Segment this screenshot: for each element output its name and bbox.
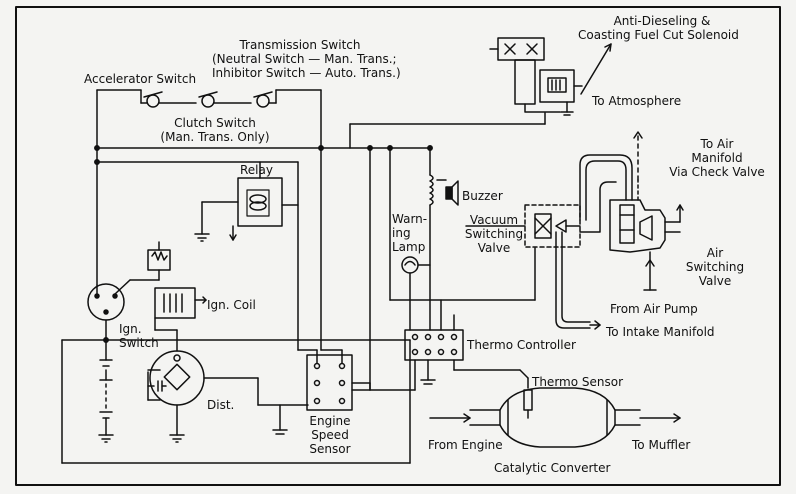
relay (194, 161, 299, 242)
thermo-controller-label: Thermo Controller (467, 338, 576, 352)
clutch-switch (198, 91, 252, 108)
fuel-cut-solenoid (489, 37, 612, 116)
engine-speed-sensor-box (272, 349, 416, 435)
engine-speed-sensor-label-line2: Speed (311, 428, 349, 442)
dist-label: Dist. (207, 398, 235, 412)
buzzer (429, 147, 459, 331)
to-air-manifold-label-line3: Via Check Valve (669, 165, 765, 179)
ign-coil-label: Ign. Coil (207, 298, 256, 312)
vsv-label-line3: Valve (477, 241, 511, 255)
to-muffler-label: To Muffler (632, 438, 691, 452)
air-switching-valve-label-line2: Switching (685, 260, 745, 274)
from-engine-label: From Engine (428, 438, 503, 452)
thermo-controller-box (404, 299, 529, 385)
to-intake-manifold-label: To Intake Manifold (606, 325, 715, 339)
solenoid-label-line2: Coasting Fuel Cut Solenoid (578, 28, 739, 42)
to-air-manifold-label-line1: To Air (700, 137, 734, 151)
distributor (147, 329, 309, 443)
engine-speed-sensor-label-line3: Sensor (309, 442, 351, 456)
to-air-manifold-label-line2: Manifold (691, 151, 743, 165)
main-bus (94, 145, 433, 351)
accelerator-switch-label: Accelerator Switch (84, 72, 197, 86)
warning-lamp-label-line1: Warn- (392, 212, 428, 226)
transmission-switch-label-line3: Inhibitor Switch — Auto. Trans.) (212, 66, 401, 80)
transmission-switch (253, 91, 277, 108)
air-switching-valve (609, 131, 684, 291)
clutch-switch-label-line2: (Man. Trans. Only) (160, 130, 270, 144)
vacuum-switching-valve (465, 204, 581, 248)
ign-switch-label-line1: Ign. (119, 322, 142, 336)
clutch-switch-label: Clutch Switch (174, 116, 256, 130)
catalytic-converter-label: Catalytic Converter (494, 461, 611, 475)
ignition-switch (61, 279, 411, 464)
buzzer-label: Buzzer (462, 189, 503, 203)
vacuum-hose (579, 154, 633, 233)
switch-chain-wiring (96, 89, 322, 351)
diagram-border (15, 6, 781, 486)
catalytic-converter (429, 387, 681, 448)
engine-speed-sensor-label-line1: Engine (309, 414, 351, 428)
from-air-pump-label: From Air Pump (610, 302, 698, 316)
accelerator-switch (140, 91, 197, 108)
thermo-sensor-label: Thermo Sensor (532, 375, 624, 389)
ign-switch-label-line2: Switch (119, 336, 159, 350)
warning-lamp (401, 256, 431, 331)
air-switching-valve-label-line1: Air (706, 246, 724, 260)
thermo-sensor (523, 377, 533, 419)
solenoid-label-line1: Anti-Dieseling & (613, 14, 711, 28)
air-switching-valve-label-line3: Valve (698, 274, 732, 288)
vsv-label-line2: Switching (464, 227, 524, 241)
transmission-switch-label: Transmission Switch (239, 38, 361, 52)
relay-label: Relay (240, 163, 273, 177)
ignition-coil (129, 241, 207, 331)
solenoid-feed-wire (349, 112, 546, 391)
intake-manifold-hose (555, 231, 601, 330)
warning-lamp-label-line2: ing (392, 226, 411, 240)
battery (98, 339, 114, 443)
warning-lamp-label-line3: Lamp (392, 240, 426, 254)
to-atmosphere-label: To Atmosphere (592, 94, 682, 108)
vsv-label-line1: Vacuum (469, 213, 519, 227)
transmission-switch-label-line2: (Neutral Switch — Man. Trans.; (212, 52, 397, 66)
